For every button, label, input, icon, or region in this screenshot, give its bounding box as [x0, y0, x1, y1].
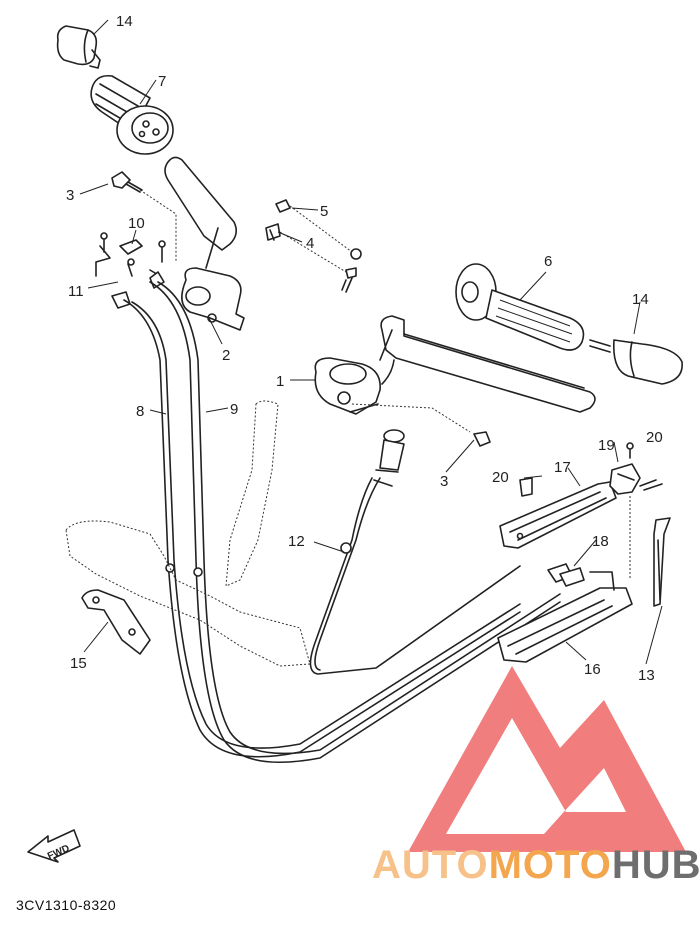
callout-19: 19	[598, 437, 615, 454]
callout-14-right: 14	[632, 291, 649, 308]
callout-6: 6	[544, 253, 552, 270]
callout-2: 2	[222, 347, 230, 364]
handlebar-right	[379, 315, 596, 413]
bolt-3-upper	[111, 171, 177, 262]
callout-12: 12	[288, 533, 305, 550]
choke-cable	[309, 429, 521, 675]
switch-housing-upper	[499, 477, 617, 549]
switch-housing-lower	[497, 496, 633, 663]
callout-11: 11	[68, 283, 84, 300]
callout-13: 13	[638, 667, 655, 684]
automotohub-logo	[408, 666, 686, 852]
callout-labels: 14 7 3 10 11 5 4 2 6 14 1 8 9 3 19 20 20…	[66, 13, 663, 684]
callout-20-right: 20	[646, 429, 663, 446]
callout-17: 17	[554, 459, 571, 476]
diagram-code: 3CV1310-8320	[16, 897, 116, 913]
brand-hub: HUB	[612, 843, 699, 887]
throttle-cables	[123, 281, 561, 764]
forward-arrow-icon: FWD	[27, 829, 81, 863]
callout-16: 16	[584, 661, 601, 678]
callout-15: 15	[70, 655, 87, 672]
brand-auto: AUTO	[372, 843, 489, 887]
brand-moto: MOTO	[489, 843, 612, 887]
frame-outline-dashed	[65, 400, 311, 667]
throttle-grip	[90, 74, 174, 155]
screw-10	[119, 239, 143, 277]
callout-3-lower: 3	[440, 473, 448, 490]
grip-end-weight-left	[56, 25, 101, 69]
handlebar-right-clamp	[314, 357, 381, 415]
callout-7: 7	[158, 73, 166, 90]
callout-9: 9	[230, 401, 238, 418]
grip-end-weight-right	[589, 339, 683, 385]
callout-1: 1	[276, 373, 284, 390]
cable-tie-13	[653, 517, 671, 607]
callout-14-left: 14	[116, 13, 133, 30]
handlebar-left	[164, 156, 245, 331]
svg-text:AUTOMOTOHUB: AUTOMOTOHUB	[372, 843, 699, 887]
callout-4: 4	[306, 235, 314, 252]
callout-8: 8	[136, 403, 144, 420]
callout-10: 10	[128, 215, 145, 232]
callout-5: 5	[320, 203, 328, 220]
grip-right	[455, 263, 585, 351]
bolt-5	[275, 199, 362, 260]
callout-18: 18	[592, 533, 609, 550]
callout-3-upper: 3	[66, 187, 74, 204]
callout-20-left: 20	[492, 469, 509, 486]
leader-lines	[79, 19, 663, 665]
switch-parts-18	[547, 563, 585, 587]
switch-19	[609, 442, 663, 495]
bolt-3-lower	[351, 403, 491, 447]
automotohub-wordmark: AUTOMOTOHUB	[372, 843, 699, 887]
bracket-15	[81, 589, 151, 655]
bolt-4	[265, 223, 357, 293]
